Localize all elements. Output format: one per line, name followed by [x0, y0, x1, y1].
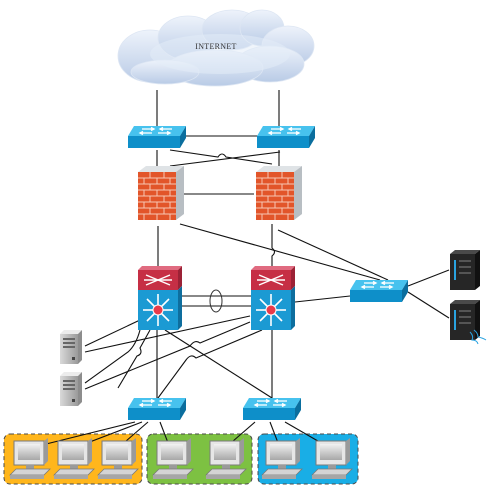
server-upper-icon[interactable]: [60, 330, 82, 364]
workstation-icon[interactable]: [311, 437, 353, 480]
server-lower-icon[interactable]: [60, 372, 82, 406]
edge-switch-right-icon[interactable]: [256, 125, 316, 149]
dmz-switch-icon[interactable]: [349, 279, 409, 303]
network-links: [29, 90, 450, 449]
firewall-right-icon[interactable]: [255, 165, 303, 221]
workstation-icon[interactable]: [53, 437, 95, 480]
workstation-icon[interactable]: [205, 437, 247, 480]
workstation-icon[interactable]: [9, 437, 51, 480]
cables-icon: [469, 329, 487, 345]
internet-label: INTERNET: [195, 42, 237, 51]
workstation-icon[interactable]: [97, 437, 139, 480]
core-switch-right-icon[interactable]: [250, 265, 296, 331]
edge-switch-left-icon[interactable]: [127, 125, 187, 149]
group-orange-workstations: [9, 437, 139, 480]
dmz-server-top-icon[interactable]: [450, 250, 480, 290]
access-switch-left-icon[interactable]: [127, 397, 187, 421]
access-switch-right-icon[interactable]: [242, 397, 302, 421]
internet-cloud-icon: [117, 9, 315, 87]
core-switch-left-icon[interactable]: [137, 265, 183, 331]
workstation-icon[interactable]: [152, 437, 194, 480]
firewall-left-icon[interactable]: [137, 165, 185, 221]
workstation-icon[interactable]: [261, 437, 303, 480]
dmz-server-bottom-icon[interactable]: [450, 300, 480, 340]
